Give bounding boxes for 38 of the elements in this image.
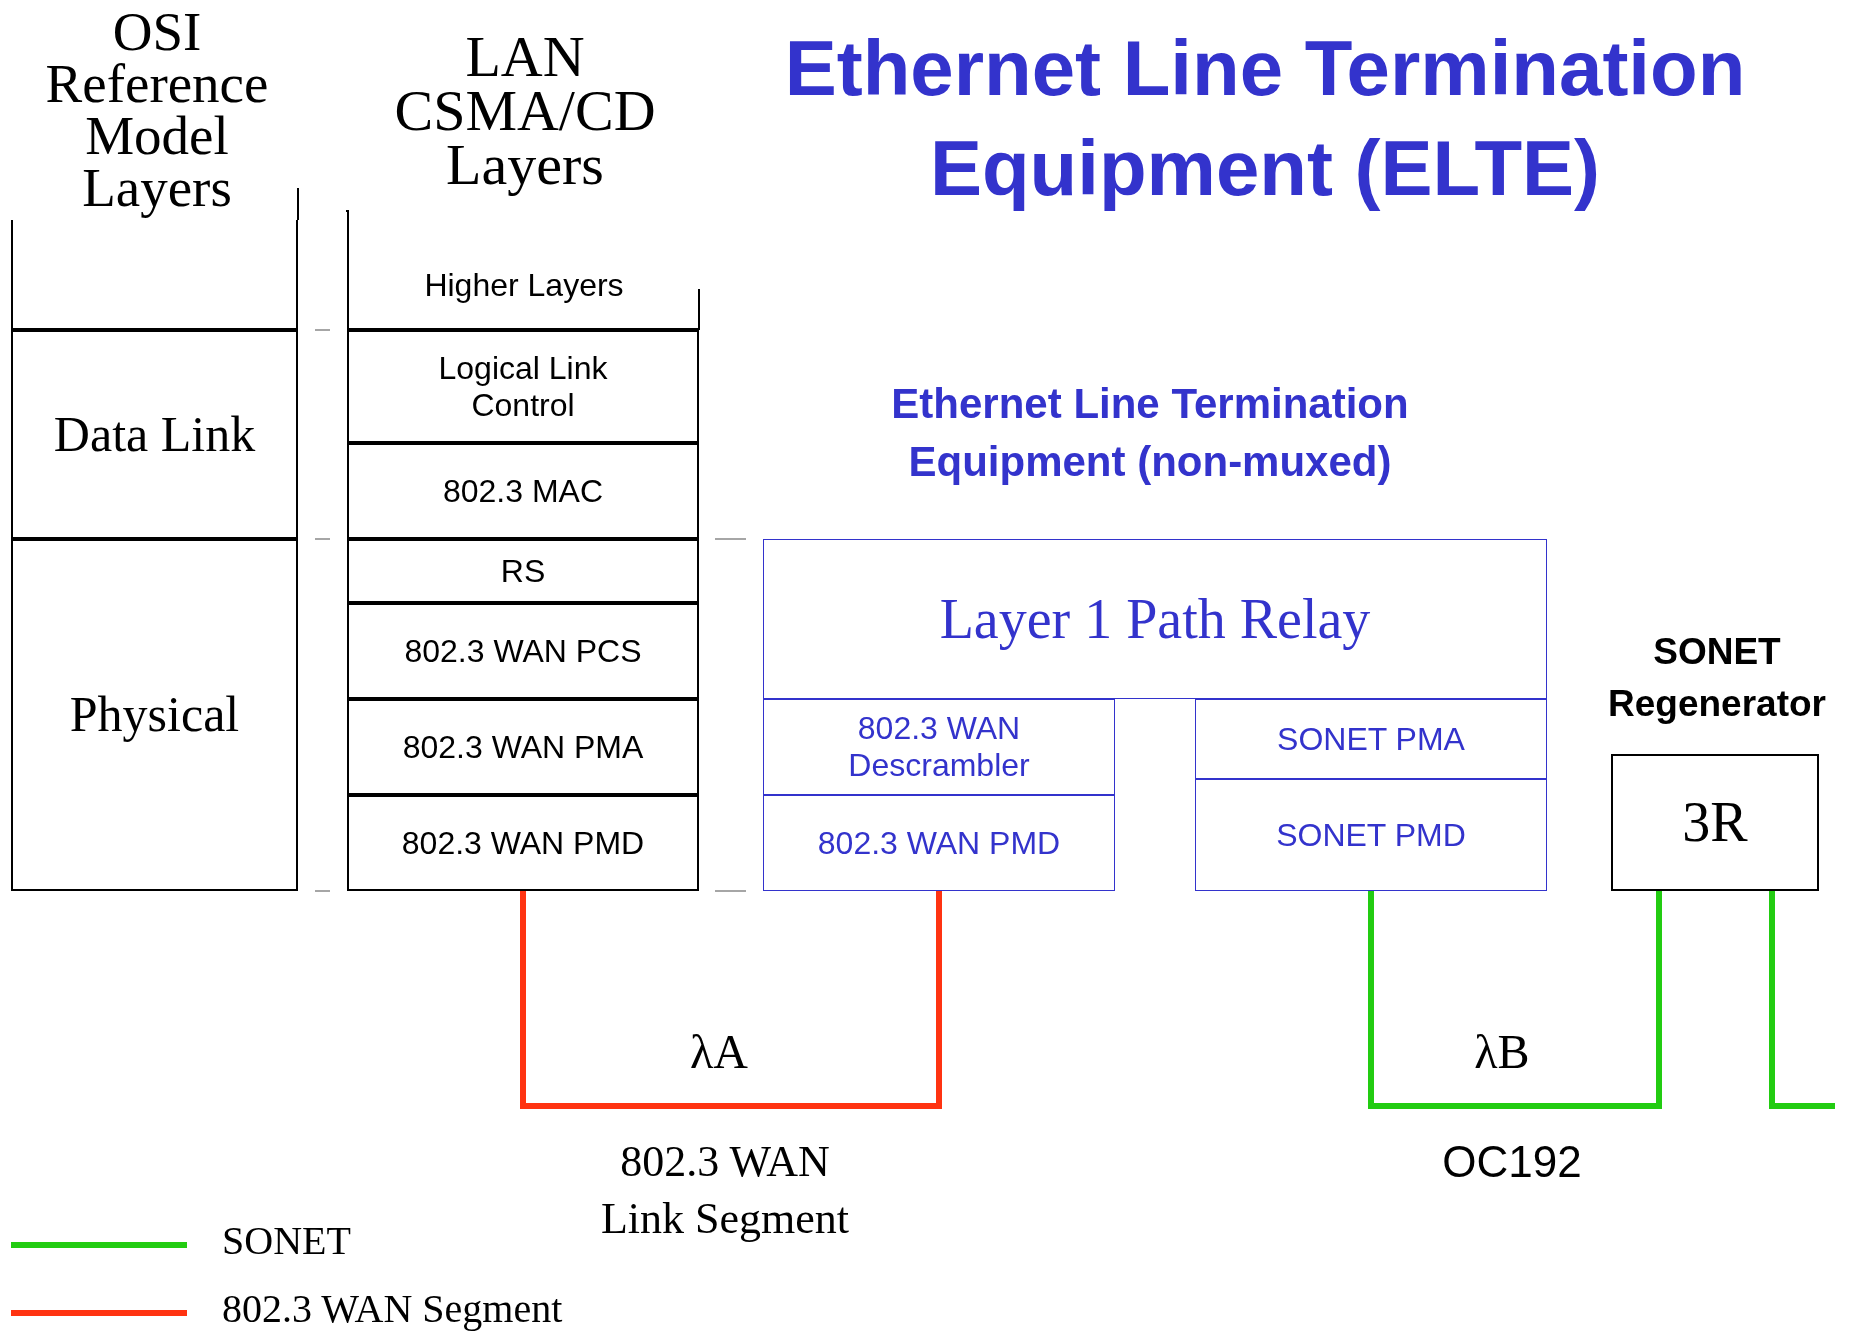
layer-label: Data Link (52, 405, 257, 464)
layer-label: 802.3 WAN PMD (400, 824, 646, 862)
layer-box (347, 795, 699, 891)
link-line (520, 891, 942, 1109)
layer-label: 802.3 WAN PMA (401, 728, 645, 766)
layer-label: 3R (1681, 790, 1749, 855)
layer-label: 802.3 WAN PMD (816, 824, 1062, 862)
layer-box (763, 699, 1115, 795)
subtitle: Ethernet Line Termination Equipment (non-muxed) (890, 379, 1410, 487)
layer-label: SONET PMA (1276, 720, 1466, 758)
title: Ethernet Line Termination Equipment (ELTE) (783, 23, 1747, 214)
layer-box (1195, 779, 1547, 891)
layer-label: RS (499, 552, 547, 590)
layer-label: Layer 1 Path Relay (938, 586, 1372, 652)
layer-box (347, 443, 699, 539)
segment-label: 802.3 WAN Link Segment (599, 1136, 851, 1245)
layer-box (11, 539, 298, 891)
layer-box (763, 795, 1115, 891)
layer-box (347, 330, 699, 443)
link-line (1769, 891, 1835, 1109)
legend-label: 802.3 WAN Segment (222, 1287, 563, 1331)
layer-label: 802.3 MAC (441, 472, 605, 510)
segment-label: OC192 (1441, 1136, 1583, 1188)
layer-label: 802.3 WAN Descrambler (847, 710, 1031, 784)
layer-label: Logical Link Control (437, 349, 609, 424)
layer-box (347, 699, 699, 795)
layer-box (1195, 699, 1547, 779)
layer-label: SONET PMD (1275, 816, 1467, 854)
legend-label: SONET (222, 1219, 351, 1263)
layer-box (347, 539, 699, 603)
layer-box (347, 603, 699, 699)
layer-label: Higher Layers (423, 267, 625, 304)
link-line (1368, 891, 1662, 1109)
layer-box (11, 330, 298, 539)
column-heading: SONET Regenerator (1607, 630, 1827, 726)
layer-label: 802.3 WAN PCS (403, 632, 643, 670)
layer-label: Physical (68, 686, 241, 744)
relay-box (763, 539, 1547, 699)
